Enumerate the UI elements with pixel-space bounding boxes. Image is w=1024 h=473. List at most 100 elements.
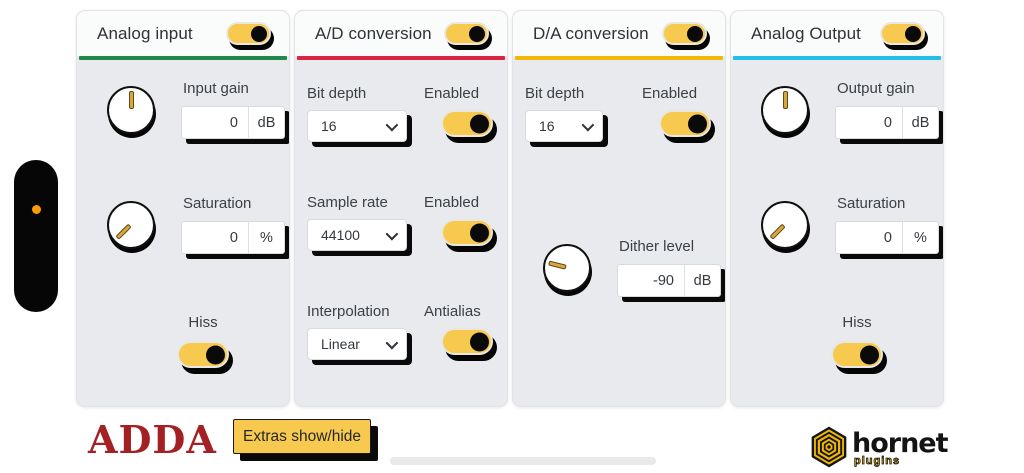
bit-depth-label: Bit depth	[307, 85, 367, 102]
ad-conversion-power-toggle[interactable]	[444, 22, 489, 45]
knob-pointer	[769, 223, 787, 240]
panel-body: Bit depth 16 Enabled Sample rate	[295, 60, 507, 360]
side-drag-handle[interactable]	[14, 160, 58, 312]
antialias-label: Antialias	[424, 303, 481, 320]
bit-depth-selected-value: 16	[539, 118, 555, 134]
sample-rate-label: Sample rate	[307, 194, 388, 211]
hiss-label: Hiss	[188, 314, 218, 331]
input-gain-field: 0 dB	[181, 106, 285, 139]
product-logo-adda: ADDA	[88, 417, 217, 462]
da-bit-depth-enabled-toggle[interactable]	[659, 110, 711, 137]
knob-pointer	[115, 223, 133, 240]
saturation-row: Saturation 0 %	[731, 195, 943, 254]
bit-depth-select[interactable]: 16	[525, 110, 603, 142]
extras-show-hide-button[interactable]: Extras show/hide	[233, 419, 371, 454]
dither-level-value[interactable]: -90	[618, 265, 685, 296]
chevron-down-icon	[385, 118, 399, 131]
hornet-brand-logo: hornet plugins	[810, 426, 949, 468]
panel-analog-input: Analog input Input gain 0 dB	[76, 10, 290, 407]
bit-depth-row: Bit depth 16 Enabled	[295, 60, 507, 142]
input-gain-label: Input gain	[183, 80, 249, 97]
sample-rate-select[interactable]: 44100	[307, 219, 407, 251]
interpolation-row: Interpolation Linear Antialias	[295, 303, 507, 360]
enabled-label: Enabled	[424, 194, 480, 211]
saturation-unit: %	[260, 229, 273, 246]
bit-depth-row: Bit depth 16 Enabled	[513, 60, 725, 142]
panels-container: Analog input Input gain 0 dB	[76, 10, 944, 407]
hornet-brand-sub: plugins	[854, 455, 901, 467]
bit-depth-label: Bit depth	[525, 85, 585, 102]
sample-rate-selected-value: 44100	[321, 227, 360, 243]
panel-header: Analog Output	[731, 11, 943, 56]
antialias-toggle[interactable]	[441, 328, 493, 355]
panel-header: Analog input	[77, 11, 289, 56]
interpolation-selected-value: Linear	[321, 336, 360, 352]
accent-underline	[297, 56, 505, 60]
hornet-hexagon-icon	[811, 426, 847, 468]
ad-bit-depth-enabled-toggle[interactable]	[441, 110, 493, 137]
chevron-down-icon	[581, 118, 595, 131]
input-gain-unit: dB	[257, 114, 276, 131]
knob-pointer	[547, 260, 567, 270]
bit-depth-select[interactable]: 16	[307, 110, 407, 142]
panel-ad-conversion: A/D conversion Bit depth 16 Enabled	[294, 10, 508, 407]
panel-title: D/A conversion	[533, 23, 649, 43]
saturation-value[interactable]: 0	[836, 222, 903, 253]
knob-pointer	[782, 90, 788, 109]
panel-analog-output: Analog Output Output gain 0 dB	[730, 10, 944, 407]
output-gain-label: Output gain	[837, 80, 915, 97]
panel-title: A/D conversion	[315, 23, 432, 43]
sample-rate-row: Sample rate 44100 Enabled	[295, 194, 507, 251]
panel-body: Bit depth 16 Enabled	[513, 60, 725, 297]
saturation-label: Saturation	[183, 195, 252, 212]
interpolation-label: Interpolation	[307, 303, 390, 320]
output-gain-unit: dB	[911, 114, 930, 131]
panel-header: D/A conversion	[513, 11, 725, 56]
hiss-block: Hiss	[751, 314, 943, 368]
da-conversion-power-toggle[interactable]	[662, 22, 707, 45]
interpolation-select[interactable]: Linear	[307, 328, 407, 360]
saturation-knob[interactable]	[107, 200, 155, 249]
hiss-label: Hiss	[842, 314, 872, 331]
panel-da-conversion: D/A conversion Bit depth 16 Enabled	[512, 10, 726, 407]
dither-level-row: Dither level -90 dB	[513, 238, 725, 297]
panel-title: Analog input	[97, 23, 193, 43]
handle-indicator-dot	[32, 205, 41, 214]
panel-title: Analog Output	[751, 23, 861, 43]
panel-body: Input gain 0 dB Saturation	[77, 60, 289, 368]
analog-input-power-toggle[interactable]	[226, 22, 271, 45]
saturation-label: Saturation	[837, 195, 906, 212]
panel-body: Output gain 0 dB Saturation	[731, 60, 943, 368]
hiss-toggle[interactable]	[177, 341, 229, 368]
output-gain-value[interactable]: 0	[836, 107, 903, 138]
analog-output-power-toggle[interactable]	[880, 22, 925, 45]
accent-underline	[515, 56, 723, 60]
chevron-down-icon	[385, 336, 399, 349]
input-gain-knob[interactable]	[107, 85, 155, 134]
saturation-row: Saturation 0 %	[77, 195, 289, 254]
dither-level-unit: dB	[693, 272, 712, 289]
output-gain-field: 0 dB	[835, 106, 939, 139]
hiss-toggle[interactable]	[831, 341, 883, 368]
input-gain-row: Input gain 0 dB	[77, 60, 289, 139]
saturation-field: 0 %	[835, 221, 939, 254]
dither-level-knob[interactable]	[543, 243, 591, 292]
input-gain-value[interactable]: 0	[182, 107, 249, 138]
panel-header: A/D conversion	[295, 11, 507, 56]
ad-sample-rate-enabled-toggle[interactable]	[441, 219, 493, 246]
chevron-down-icon	[385, 227, 399, 240]
accent-underline	[79, 56, 287, 60]
dither-level-label: Dither level	[619, 238, 695, 255]
saturation-value[interactable]: 0	[182, 222, 249, 253]
saturation-knob[interactable]	[761, 200, 809, 249]
knob-pointer	[128, 90, 134, 109]
hornet-brand-name: hornet	[852, 428, 949, 459]
enabled-label: Enabled	[642, 85, 698, 102]
hiss-block: Hiss	[97, 314, 289, 368]
scrollbar-thumb[interactable]	[390, 457, 656, 465]
output-gain-knob[interactable]	[761, 85, 809, 134]
saturation-unit: %	[914, 229, 927, 246]
enabled-label: Enabled	[424, 85, 480, 102]
bit-depth-selected-value: 16	[321, 118, 337, 134]
